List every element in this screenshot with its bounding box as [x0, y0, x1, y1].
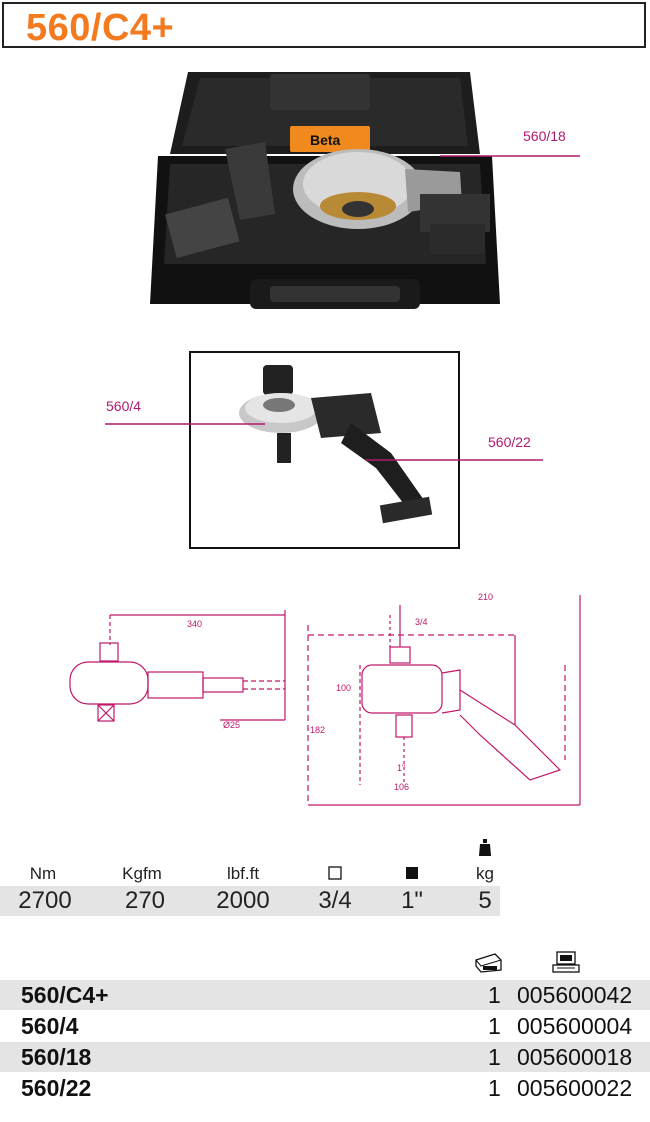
multiplier-photo — [239, 365, 433, 524]
dim-1in: 1" — [397, 763, 405, 773]
dim-106: 106 — [394, 782, 409, 792]
article-code: 005600018 — [517, 1044, 633, 1070]
inset-photo-box — [189, 351, 460, 549]
article-code: 005600022 — [517, 1075, 633, 1101]
spec-header-kg: kg — [476, 864, 494, 883]
spec-value-nm: 2700 — [18, 887, 72, 914]
article-row: 560/22 1 005600022 — [0, 1073, 650, 1103]
spec-value-kgfm: 270 — [124, 887, 166, 914]
article-name: 560/18 — [21, 1044, 92, 1070]
article-qty: 1 — [488, 1044, 501, 1070]
code-register-icon — [552, 951, 580, 973]
article-row: 560/4 1 005600004 — [0, 1011, 650, 1041]
article-qty: 1 — [488, 982, 501, 1008]
callout-560-22: 560/22 — [488, 434, 531, 450]
case-quantity-icon — [475, 953, 502, 973]
callout-560-18: 560/18 — [523, 128, 566, 144]
spec-header-nm: Nm — [29, 864, 57, 883]
article-row: 560/C4+ 1 005600042 — [0, 980, 650, 1010]
square-outline-icon — [328, 866, 342, 880]
article-name: 560/4 — [21, 1013, 79, 1039]
article-name: 560/22 — [21, 1075, 92, 1101]
spec-values-row — [0, 886, 500, 916]
dim-100: 100 — [336, 683, 351, 693]
article-code: 005600004 — [517, 1013, 633, 1039]
spec-value-kg: 5 — [478, 887, 492, 914]
article-code: 005600042 — [517, 982, 633, 1008]
callout-560-4: 560/4 — [106, 398, 142, 414]
spec-header-kgfm: Kgfm — [122, 864, 162, 883]
dim-3-4: 3/4 — [415, 617, 428, 627]
technical-drawings: 340 Ø25 210 3/4 100 182 1" 106 — [69, 592, 581, 806]
article-qty: 1 — [488, 1075, 501, 1101]
spec-header-lbfft: lbf.ft — [226, 864, 260, 883]
case-photo: Beta — [150, 72, 500, 309]
callout-line-560-18 — [440, 155, 580, 157]
dim-182: 182 — [310, 725, 325, 735]
spec-value-lbfft: 2000 — [216, 887, 270, 914]
page-title: 560/C4+ — [26, 7, 175, 49]
callout-line-560-4 — [105, 423, 265, 425]
square-filled-icon — [406, 867, 418, 879]
dim-210: 210 — [478, 592, 493, 602]
spec-value-square-out: 1" — [401, 887, 423, 914]
article-row: 560/18 1 005600018 — [0, 1042, 650, 1072]
spec-value-square-in: 3/4 — [318, 887, 352, 914]
article-qty: 1 — [488, 1013, 501, 1039]
dim-340: 340 — [187, 619, 202, 629]
article-name: 560/C4+ — [21, 982, 109, 1008]
callout-line-560-22 — [365, 459, 543, 461]
dim-d25: Ø25 — [223, 720, 240, 730]
brand-label: Beta — [310, 132, 341, 148]
title-box: 560/C4+ — [2, 2, 646, 49]
weight-icon — [479, 839, 491, 856]
